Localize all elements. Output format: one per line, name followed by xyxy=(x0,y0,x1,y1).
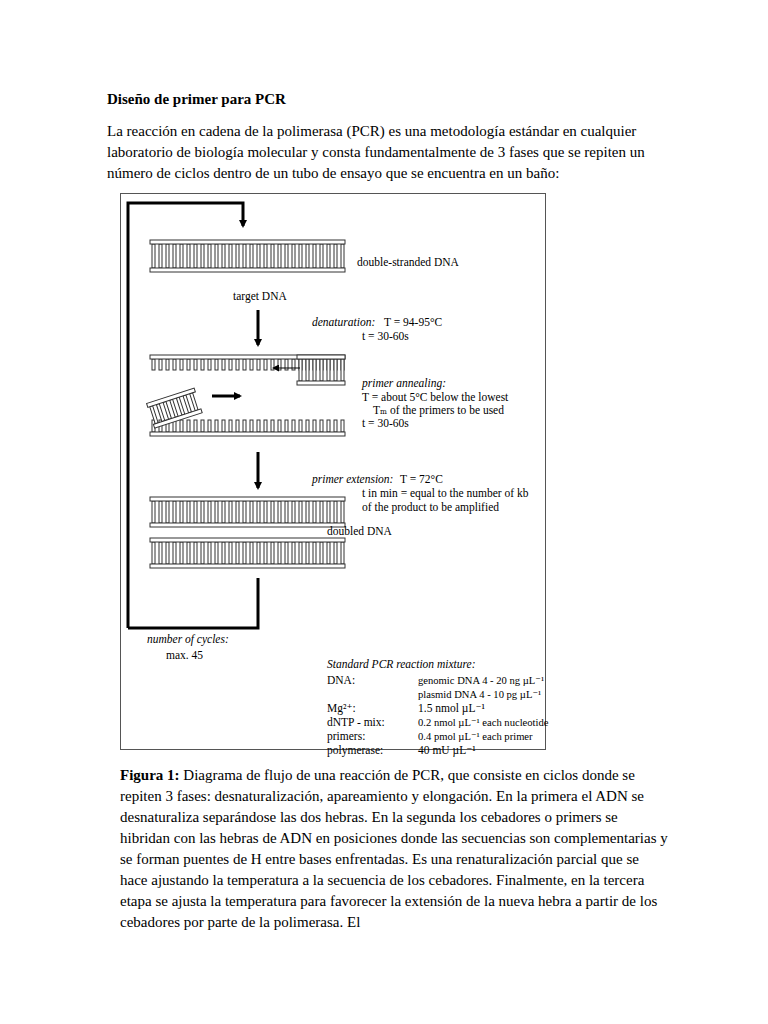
step-name: denaturation: xyxy=(312,316,375,329)
caption-text: Diagrama de flujo de una reacción de PCR… xyxy=(120,767,668,930)
strand-label: doubled DNA xyxy=(327,525,392,538)
mixture-heading: Standard PCR reaction mixture: xyxy=(327,658,476,671)
figure-caption: Figura 1: Diagrama de flujo de una reacc… xyxy=(120,765,668,933)
caption-label: Figura 1: xyxy=(120,767,180,783)
step-temp: T = 94-95°C xyxy=(384,316,442,329)
body-paragraph: La reacción en cadena de la polimerasa (… xyxy=(107,121,679,184)
step-temp: T = 72°C xyxy=(400,473,443,486)
table-cell: plasmid DNA 4 - 10 pg µL⁻¹ xyxy=(418,688,541,701)
step-time: t in min = equal to the number of kb xyxy=(362,487,529,500)
table-cell: 40 mU µL⁻¹ xyxy=(418,744,476,757)
table-cell: genomic DNA 4 - 20 ng µL⁻¹ xyxy=(418,674,544,687)
step-time: t = 30-60s xyxy=(362,417,409,430)
table-cell: primers: xyxy=(327,730,365,743)
step-time: t = 30-60s xyxy=(362,330,409,343)
step-name: primer annealing: xyxy=(362,377,446,390)
cycles-value: max. 45 xyxy=(166,649,203,662)
table-cell: 0.2 nmol µL⁻¹ each nucleotide xyxy=(418,716,548,729)
table-cell: DNA: xyxy=(327,674,355,687)
table-cell: 0.4 pmol µL⁻¹ each primer xyxy=(418,730,533,743)
step-temp: T = about 5°C below the lowest xyxy=(362,391,508,404)
strand-label: double-stranded DNA xyxy=(357,256,459,269)
step-name: primer extension: xyxy=(312,473,393,486)
cycles-label: number of cycles: xyxy=(147,633,229,646)
table-cell: 1.5 nmol µL⁻¹ xyxy=(418,702,485,715)
target-label: target DNA xyxy=(233,290,287,303)
table-cell: polymerase: xyxy=(327,744,383,757)
table-cell: dNTP - mix: xyxy=(327,716,385,729)
page-title: Diseño de primer para PCR xyxy=(107,91,286,108)
table-cell: Mg²⁺: xyxy=(327,702,356,715)
step-time: of the product to be amplified xyxy=(362,501,499,514)
step-temp: Tₘ of the primers to be used xyxy=(373,404,504,417)
